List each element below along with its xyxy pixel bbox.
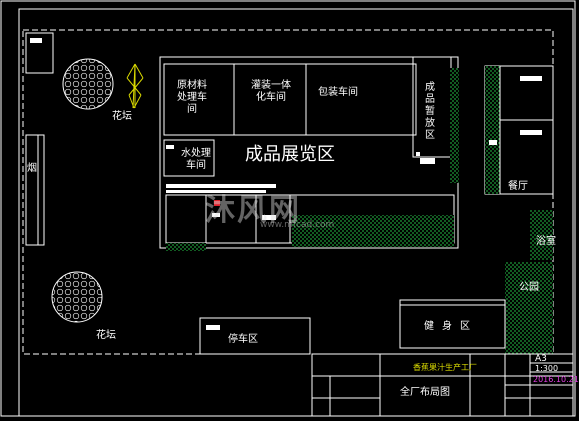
fitness-area [399,299,506,349]
parking-label: 停车区 [228,334,258,345]
product-storage-hatch [450,68,459,183]
garden-bottom-label: 花坛 [96,330,116,341]
title-block-project: 香蕉果汁生产工厂 [413,363,477,372]
title-block-scale: 1:300 [535,364,559,373]
fitness-label: 健身区 [424,321,478,332]
left-building [25,134,45,246]
title-block-drawing-title: 全厂布局图 [400,387,450,398]
water-workshop-label: 水处理车间 [181,148,211,171]
garden-top-label: 花坛 [112,111,132,122]
watermark-text: 沐风网 [205,193,301,228]
lower-hatch-2 [292,215,454,247]
park-label: 公园 [519,282,539,293]
canteen-label: 餐厅 [508,181,528,192]
title-block [311,353,574,417]
park-hatch [505,262,553,354]
raw-workshop-label: 原材料处理车间 [177,80,207,115]
left-side-label: 烟 [27,163,37,174]
title-block-sheet: A3 [535,354,547,364]
bathroom-label: 浴室 [536,236,556,247]
drawing-frame [18,8,574,417]
packaging-workshop-label: 包装车间 [318,87,358,98]
watermark-url: www.mfcad.com [260,220,335,230]
mixing-workshop-label: 灌装一体化车间 [251,80,291,103]
lower-hatch [166,243,206,251]
parking-area [199,317,311,355]
exhibition-label: 成品展览区 [245,144,335,165]
gate-house [25,32,54,74]
main-building-inner [163,63,417,136]
garden-bottom-circle [51,271,103,323]
water-workshop-room [163,139,215,177]
tree-icon [126,63,144,109]
product-storage-label: 成品暂放区 [425,82,435,141]
garden-top-circle [62,58,114,110]
bathroom-hatch [530,210,553,260]
gate-house-mark [30,38,42,43]
title-block-date: 2016.10.21 [533,375,579,384]
